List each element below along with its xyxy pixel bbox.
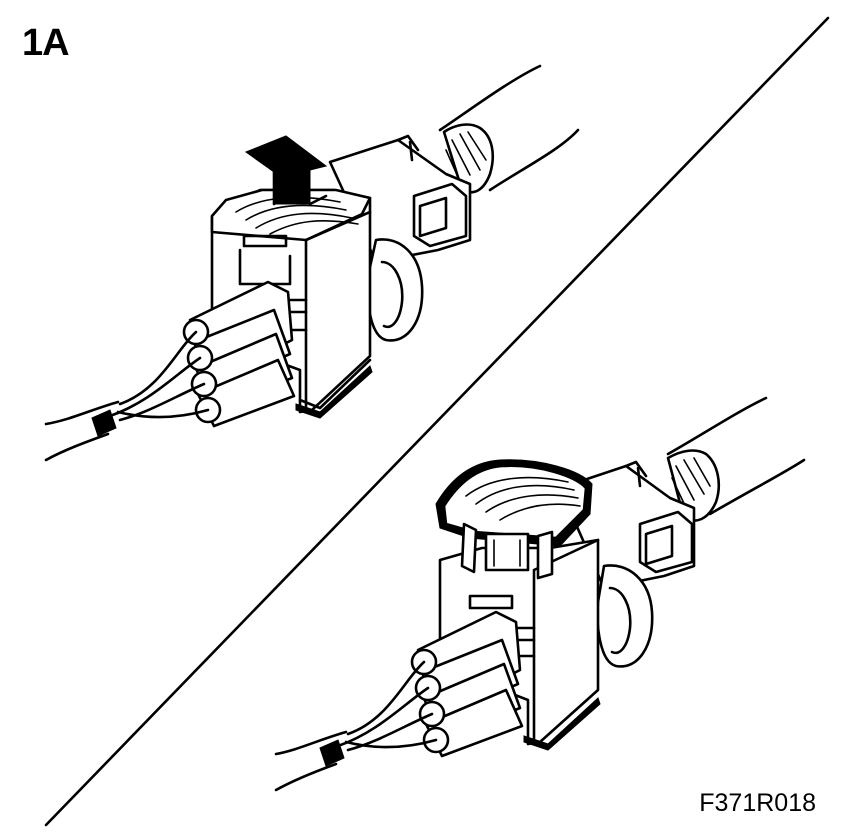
figure-code: F371R018 — [699, 789, 816, 817]
top-connector-view — [44, 64, 580, 462]
bottom-connector-view — [274, 396, 806, 792]
divider-line — [44, 16, 830, 827]
top-wire-bundle — [44, 280, 296, 462]
figure-label: 1A — [22, 22, 70, 64]
bottom-raised-lock — [435, 459, 593, 580]
bottom-wire-bundle — [274, 610, 524, 792]
up-arrow-icon — [244, 135, 328, 206]
bottom-cable-sleeve — [666, 396, 806, 522]
top-cable-sleeve — [438, 64, 580, 194]
